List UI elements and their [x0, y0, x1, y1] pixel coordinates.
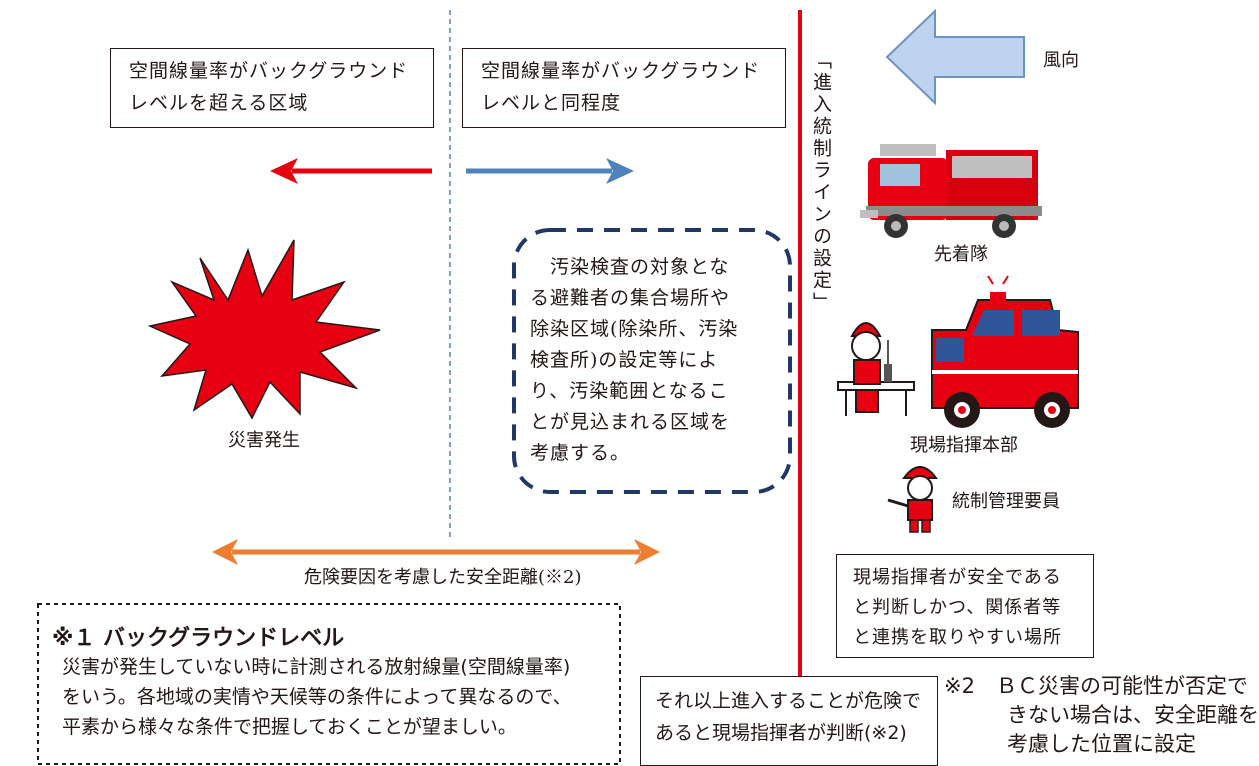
firefighter-commander-icon	[837, 322, 915, 416]
control-staff-label: 統制管理要員	[952, 491, 1060, 512]
first-arrival-label: 先着隊	[934, 244, 988, 265]
note2: ※2 ＢＣ災害の可能性が否定で きない場合は、安全距離を 考慮した位置に設定	[944, 674, 1259, 756]
entry-control-line-label: 「進入統制ラインの設定」	[810, 50, 832, 314]
zone-same-background-box: 空間線量率がバックグラウンド レベルと同程度	[462, 48, 786, 128]
note1-title: ※１ バックグラウンドレベル	[52, 626, 345, 651]
arrow-left-red	[270, 158, 432, 184]
diagram-lines	[37, 8, 1079, 765]
arrow-right-blue	[466, 158, 634, 184]
note1-frame	[37, 603, 621, 765]
disaster-label: 災害発生	[228, 430, 300, 451]
zone-above-background-box: 空間線量率がバックグラウンド レベルを超える区域	[110, 48, 434, 128]
safety-distance-label: 危険要因を考慮した安全距離(※2)	[304, 567, 582, 588]
contamination-dashed-frame	[512, 228, 792, 494]
fire-engine-icon	[860, 144, 1042, 238]
hq-location-box: 現場指揮者が安全である と判断しかつ、関係者等 と連携を取りやすい場所	[836, 554, 1094, 658]
explosion-icon	[147, 239, 381, 420]
wind-arrow-icon	[885, 8, 1025, 106]
command-vehicle-icon	[931, 275, 1079, 428]
note1-body: 災害が発生していない時に計測される放射線量(空間線量率) をいう。各地域の実情や…	[62, 656, 572, 738]
wind-direction-label: 風向	[1043, 50, 1079, 71]
command-hq-label: 現場指揮本部	[910, 435, 1018, 456]
contamination-note: 汚染検査の対象とな る避難者の集合場所や 除染区域(除染所、汚染 検査所)の設定…	[530, 256, 739, 464]
safety-distance-arrow	[212, 539, 660, 565]
danger-judgement-box: それ以上進入することが危険で あると現場指揮者が判断(※2)	[640, 676, 938, 766]
control-staff-icon	[887, 466, 938, 533]
